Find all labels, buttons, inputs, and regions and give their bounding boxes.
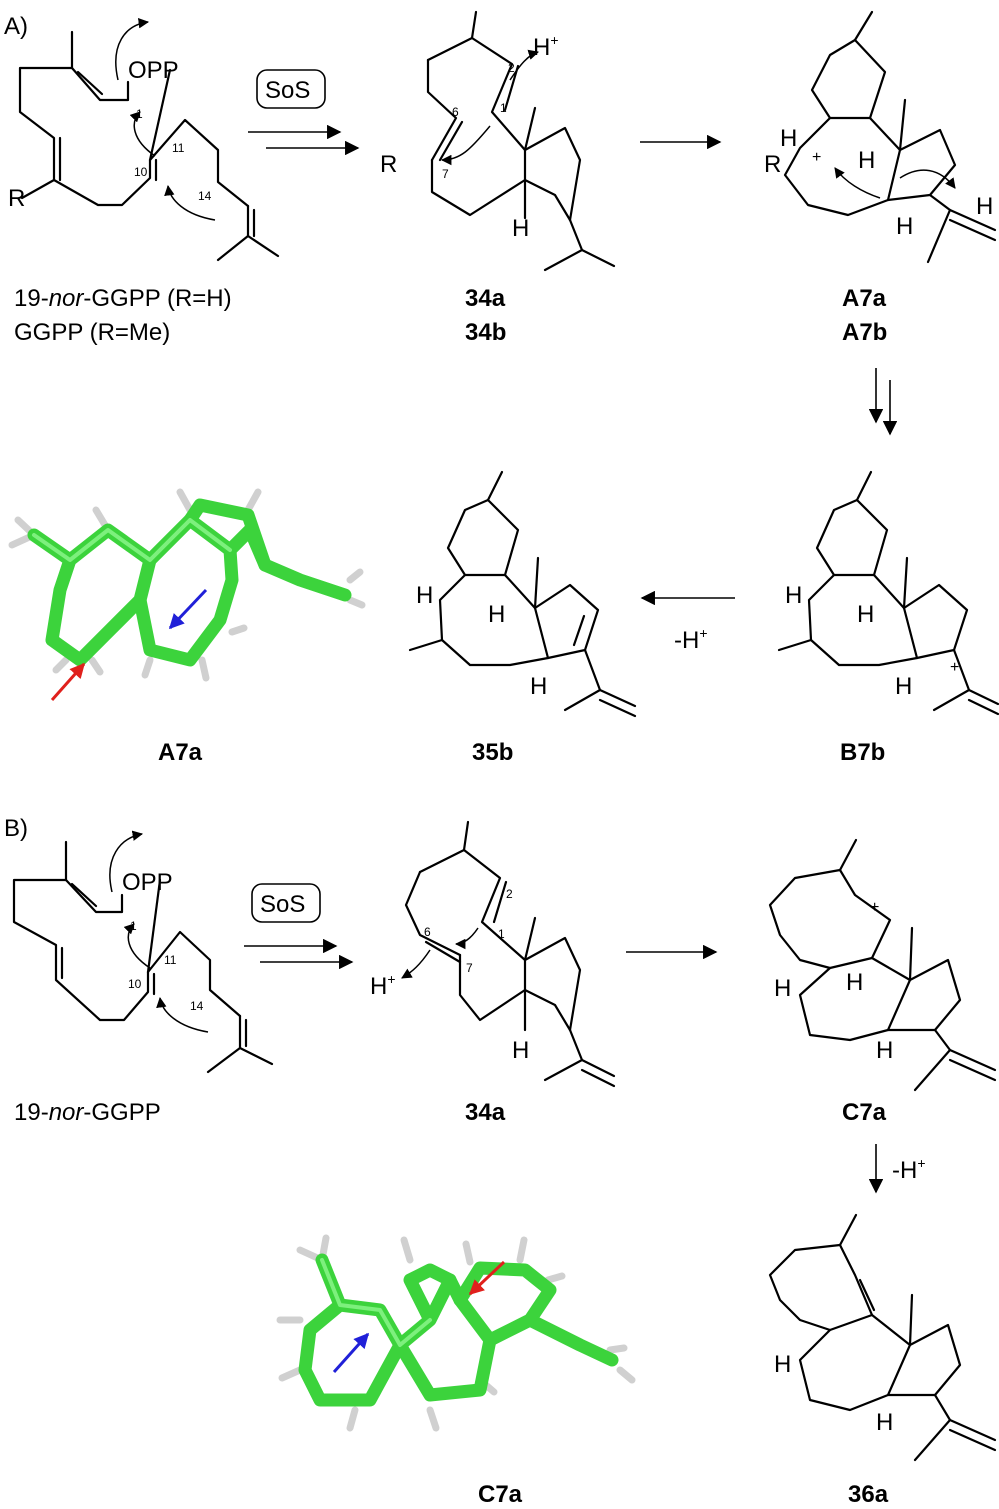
ggpp-structure-a — [18, 30, 280, 262]
compound-c7a-model: C7a — [478, 1481, 523, 1508]
curved-arrow-1-6-b — [454, 927, 479, 950]
structure-35b — [408, 470, 637, 718]
h-label-c7a-1: H — [774, 975, 791, 1002]
num-1-34a-b: 1 — [498, 927, 505, 941]
num-10-a: 10 — [134, 165, 148, 179]
a7a-3d-model — [8, 488, 366, 701]
compound-c7a: C7a — [842, 1099, 887, 1126]
h-label-a7a-1: H — [780, 125, 797, 152]
num-14-a: 14 — [198, 189, 212, 203]
num-2-34a-b: 2 — [506, 887, 513, 901]
structure-b7b — [777, 470, 999, 716]
plus-b7b: + — [950, 659, 959, 676]
num-11-b: 11 — [164, 953, 177, 967]
plus-a7a: + — [812, 149, 821, 166]
start-a-line1-it: nor — [49, 285, 85, 312]
h-label-a7a-3: H — [896, 213, 913, 240]
num-1-a: 1 — [136, 107, 143, 121]
h-plus-label-a: H+ — [533, 32, 559, 61]
num-6-34a: 6 — [452, 105, 459, 119]
num-10-b: 10 — [128, 977, 142, 991]
num-2-34a: 2 — [508, 61, 515, 75]
num-1-b: 1 — [130, 919, 137, 933]
compound-a7a: A7a — [842, 285, 887, 312]
svg-text:19-nor-GGPP: 19-nor-GGPP — [14, 1099, 161, 1126]
compound-36a: 36a — [848, 1481, 889, 1508]
sos-box-b — [251, 883, 321, 923]
curved-arrow-14-10-a — [164, 184, 216, 221]
sos-box-a — [256, 69, 326, 109]
compound-b7b: B7b — [840, 739, 885, 766]
structure-36a — [768, 1213, 997, 1462]
num-11-a: 11 — [172, 141, 185, 155]
curved-arrow-a7a-2 — [899, 169, 956, 189]
curved-arrow-6-7-a — [440, 125, 491, 166]
h-label-b7b-1: H — [785, 582, 802, 609]
opp-label-b: OPP — [122, 869, 173, 896]
plus-c7a: + — [870, 899, 879, 916]
start-b-pre: 19- — [14, 1099, 49, 1126]
sos-label-a: SoS — [265, 77, 310, 104]
c7a-3d-model — [276, 1234, 636, 1432]
start-b-it: nor — [49, 1099, 85, 1126]
blue-arrow-a7a — [168, 588, 208, 630]
curved-arrow-14-10-b — [156, 996, 209, 1033]
compound-34a: 34a — [465, 285, 506, 312]
structure-34a-a — [426, 10, 616, 272]
structure-a7a — [783, 10, 997, 264]
r-label-a7a: R — [764, 151, 781, 178]
panel-b-label: B) — [4, 815, 28, 842]
h-plus-label-b: H+ — [370, 971, 396, 1000]
opp-label-a: OPP — [128, 57, 179, 84]
red-arrow-c7a — [468, 1260, 506, 1296]
num-6-34a-b: 6 — [424, 925, 431, 939]
start-b-post: -GGPP — [83, 1099, 160, 1126]
start-a-line1-post: -GGPP (R=H) — [83, 285, 231, 312]
minus-h-label-a: -H+ — [674, 625, 708, 654]
h-label-c7a-2: H — [846, 969, 863, 996]
r-label-34a: R — [380, 151, 397, 178]
h-label-35b-1: H — [416, 582, 433, 609]
r-label-a: R — [8, 185, 25, 212]
blue-arrow-c7a — [332, 1332, 370, 1374]
h-label-35b-3: H — [530, 673, 547, 700]
h-label-b7b-3: H — [895, 673, 912, 700]
compound-35b: 35b — [472, 739, 513, 766]
h-label-36a-2: H — [876, 1409, 893, 1436]
compound-a7b: A7b — [842, 319, 887, 346]
curved-arrow-7-h-b — [401, 949, 431, 979]
start-a-line2: GGPP (R=Me) — [14, 319, 170, 346]
sos-label-b: SoS — [260, 891, 305, 918]
start-a-line1-pre: 19- — [14, 285, 49, 312]
h-label-36a-1: H — [774, 1351, 791, 1378]
svg-text:19-nor-GGPP (R=H): 19-nor-GGPP (R=H) — [14, 285, 232, 312]
num-7-34a: 7 — [442, 167, 449, 181]
compound-34a-b: 34a — [465, 1099, 506, 1126]
curved-arrow-2-h-a — [509, 49, 540, 81]
h-label-34a: H — [512, 215, 529, 242]
h-label-35b-2: H — [488, 601, 505, 628]
h-label-34a-b: H — [512, 1037, 529, 1064]
num-14-b: 14 — [190, 999, 204, 1013]
compound-a7a-model: A7a — [158, 739, 203, 766]
curved-arrow-opp-b — [109, 830, 144, 893]
structure-34a-b — [404, 820, 616, 1088]
curved-arrow-a7a-1 — [834, 167, 881, 199]
h-label-a7a-4: H — [976, 193, 993, 220]
curved-arrow-10-1-a — [129, 111, 156, 157]
h-label-b7b-2: H — [857, 601, 874, 628]
ggpp-structure-b — [12, 840, 274, 1074]
compound-34b: 34b — [465, 319, 506, 346]
structure-c7a — [768, 838, 997, 1092]
minus-h-label-b: -H+ — [892, 1155, 926, 1184]
num-1-34a: 1 — [500, 101, 507, 115]
panel-a-label: A) — [4, 13, 28, 40]
curved-arrow-10-1-b — [123, 923, 151, 969]
h-label-a7a-2: H — [858, 147, 875, 174]
num-7-34a-b: 7 — [466, 961, 473, 975]
curved-arrow-opp-a — [115, 18, 150, 81]
h-label-c7a-3: H — [876, 1037, 893, 1064]
red-arrow-a7a — [50, 662, 86, 701]
